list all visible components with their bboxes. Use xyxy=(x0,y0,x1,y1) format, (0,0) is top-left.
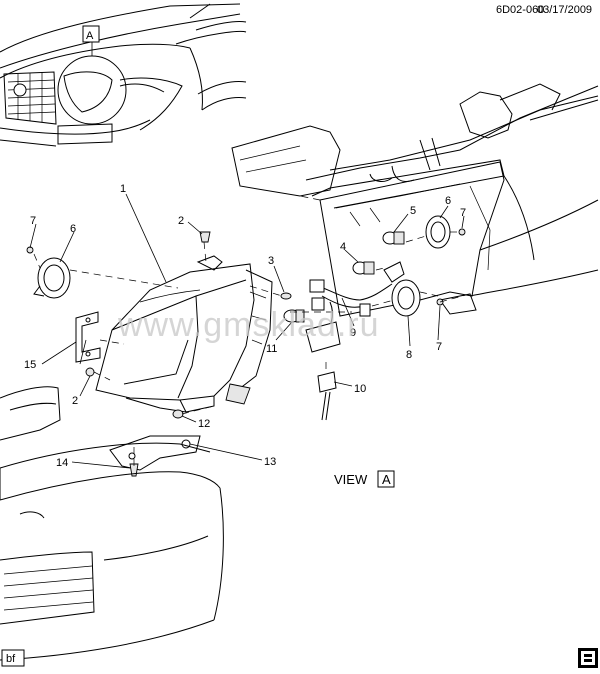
watermark-text: www.gmsklad.ru xyxy=(117,306,380,344)
part-label-9: 9 xyxy=(350,327,356,339)
part-label-2-left: 2 xyxy=(72,395,78,407)
fastener-7-upper-right xyxy=(458,228,466,236)
bulb-part-5 xyxy=(382,231,405,245)
part-label-3: 3 xyxy=(268,255,274,267)
view-callout-box xyxy=(377,470,395,488)
part-label-5: 5 xyxy=(410,205,416,217)
part-label-6-right: 6 xyxy=(445,195,451,207)
part-12 xyxy=(172,409,184,419)
part-3 xyxy=(280,292,292,300)
part-label-1: 1 xyxy=(120,183,126,195)
view-label: VIEW xyxy=(334,472,368,487)
view-callout-letter: A xyxy=(382,472,391,487)
part-label-4: 4 xyxy=(340,241,346,253)
corner-badge: bf xyxy=(6,653,16,665)
part-label-2-top: 2 xyxy=(178,215,184,227)
bracket-part-15 xyxy=(75,311,101,363)
part-label-11: 11 xyxy=(266,343,277,355)
part-label-10: 10 xyxy=(354,383,366,395)
part-label-6-left: 6 xyxy=(70,223,76,235)
drawing-date: 03/17/2009 xyxy=(537,4,592,16)
seal-ring-right xyxy=(425,215,451,249)
part-label-14: 14 xyxy=(56,457,68,469)
gm-logo-icon xyxy=(578,648,598,668)
part-label-12: 12 xyxy=(198,418,210,430)
leader-lines xyxy=(29,193,465,469)
bulb-part-4 xyxy=(352,261,375,275)
seal-ring-left xyxy=(33,257,71,299)
part-label-13: 13 xyxy=(264,456,276,468)
fastener-2-top xyxy=(199,231,211,243)
seal-ring-part-8 xyxy=(391,279,421,317)
part-label-8: 8 xyxy=(406,349,412,361)
part-label-7-upper-right: 7 xyxy=(460,207,466,219)
connector-part-10 xyxy=(317,371,337,421)
alignment-lines xyxy=(33,195,471,466)
fastener-2-left xyxy=(85,367,95,377)
part-label-7-lower-right: 7 xyxy=(436,341,442,353)
drawing-id: 6D02-060 xyxy=(496,4,544,16)
view-callout-box-label: A xyxy=(86,30,94,42)
wiring-harness-part-9 xyxy=(305,261,405,353)
headlamp-lower-bracket xyxy=(109,435,201,471)
vehicle-body-structure xyxy=(231,83,599,317)
vehicle-inset xyxy=(0,3,247,147)
headlamp-assembly xyxy=(95,255,273,413)
front-bumper-fascia xyxy=(0,386,224,661)
corner-badge-box xyxy=(1,649,25,667)
part-label-7-left: 7 xyxy=(30,215,36,227)
part-label-15: 15 xyxy=(24,359,36,371)
